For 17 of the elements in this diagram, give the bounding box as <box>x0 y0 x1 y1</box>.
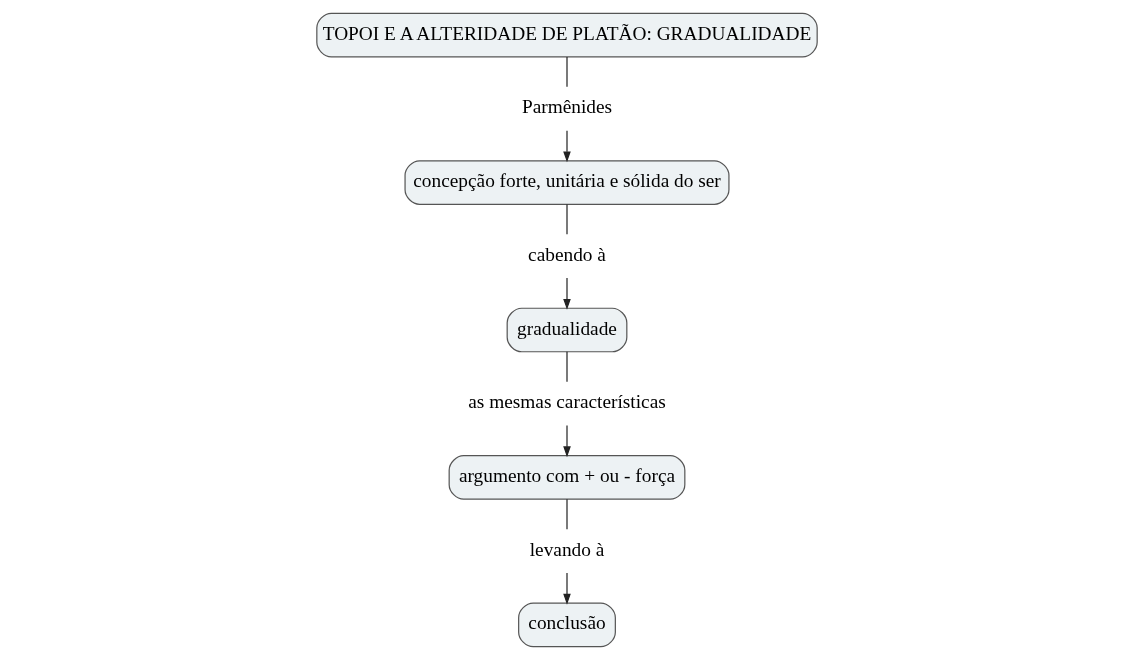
connector <box>566 498 568 530</box>
node-text: as mesmas características <box>468 391 666 413</box>
node-box: concepção forte, unitária e sólida do ser <box>404 160 730 205</box>
node-text: Parmênides <box>521 96 613 118</box>
connector <box>566 351 568 383</box>
connector <box>566 203 568 235</box>
node-text: cabendo à <box>528 243 606 265</box>
connector <box>566 56 568 88</box>
node-box: conclusão <box>518 602 616 648</box>
node-box: argumento com + ou - força <box>448 455 686 500</box>
arrow <box>563 424 571 458</box>
node-box: gradualidade <box>506 307 628 353</box>
arrow <box>563 277 571 310</box>
node-box: TOPOI E A ALTERIDADE DE PLATÃO: GRADUALIDADE <box>316 12 818 58</box>
arrow <box>563 130 571 163</box>
arrow <box>563 572 571 605</box>
node-text: levando à <box>529 538 605 560</box>
